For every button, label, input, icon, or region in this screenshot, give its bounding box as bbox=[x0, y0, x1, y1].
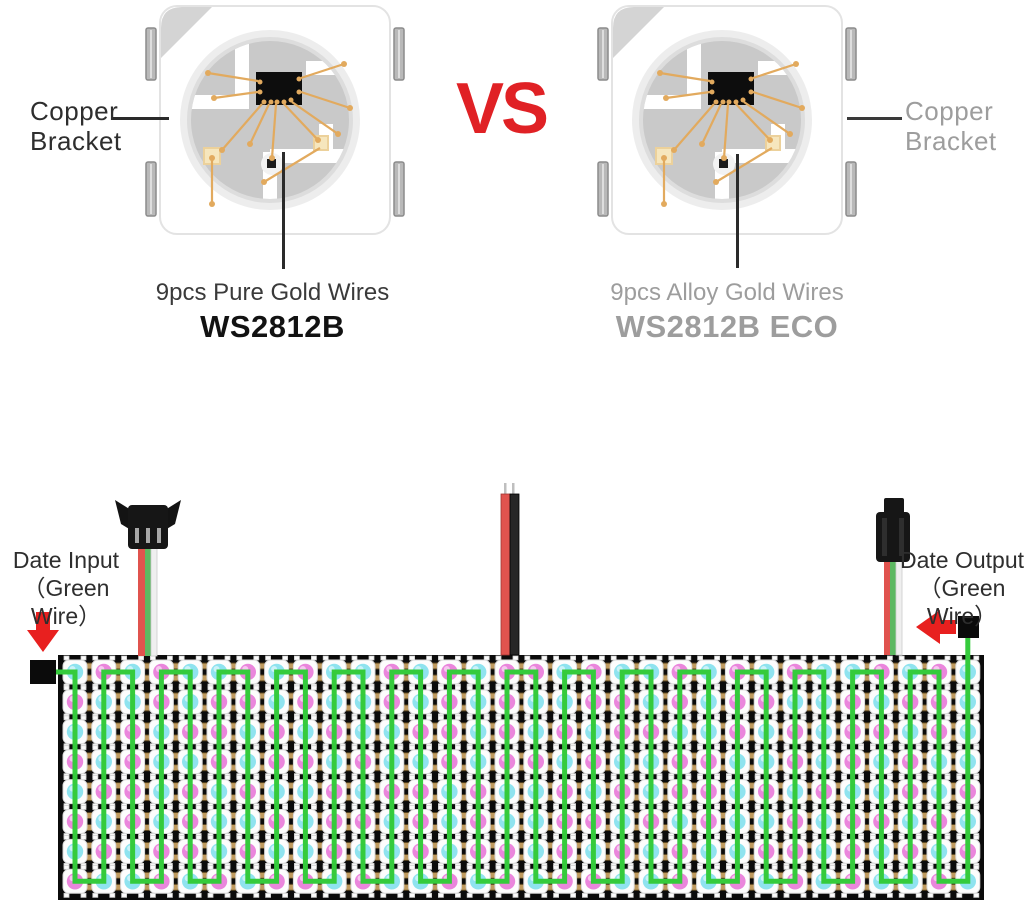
gold-wires-label-left: 9pcs Pure Gold Wires bbox=[155, 279, 390, 306]
pointer-line-left bbox=[113, 117, 169, 120]
copper-bracket-label-left: Copper Bracket bbox=[30, 96, 122, 156]
chip-name-right: WS2812B ECO bbox=[615, 309, 839, 344]
led bbox=[177, 835, 203, 868]
data-wire-serpentine bbox=[56, 637, 971, 884]
led bbox=[350, 715, 376, 749]
led bbox=[379, 835, 405, 868]
data-input-label: Date Input （Green Wire） bbox=[0, 546, 132, 630]
chip-name-left: WS2812B bbox=[200, 309, 345, 344]
data-output-label-line2: （Green Wire） bbox=[918, 575, 1006, 629]
output-connector bbox=[876, 498, 910, 656]
pointer-line-right bbox=[847, 117, 902, 120]
led bbox=[552, 864, 578, 898]
chip-illustration-ws2812b-eco bbox=[598, 6, 856, 234]
led bbox=[379, 715, 405, 749]
data-input-terminal bbox=[30, 660, 56, 684]
input-arrow-icon bbox=[27, 612, 59, 652]
data-output-label-line1: Date Output bbox=[899, 547, 1024, 573]
led-matrix-diagram bbox=[27, 483, 984, 900]
vs-label: VS bbox=[456, 69, 549, 149]
led bbox=[868, 775, 894, 808]
led bbox=[696, 775, 722, 808]
led bbox=[62, 745, 88, 779]
copper-bracket-label-right: Copper Bracket bbox=[905, 96, 997, 156]
output-arrow-icon bbox=[916, 610, 956, 644]
led bbox=[408, 715, 434, 749]
chip-illustration-ws2812b bbox=[146, 6, 404, 234]
gold-wires-label-right: 9pcs Alloy Gold Wires bbox=[610, 279, 844, 306]
data-input-label-line2: （Green Wire） bbox=[22, 575, 110, 629]
led bbox=[436, 745, 462, 779]
wires-pointer-line-right bbox=[736, 154, 739, 268]
led bbox=[724, 715, 750, 749]
input-connector bbox=[115, 500, 181, 657]
led bbox=[264, 775, 290, 808]
led bbox=[868, 715, 894, 749]
led bbox=[868, 805, 894, 838]
led bbox=[148, 655, 174, 689]
power-wires bbox=[500, 483, 520, 656]
led bbox=[926, 655, 952, 689]
wires-pointer-line-left bbox=[282, 152, 285, 269]
led bbox=[926, 805, 952, 838]
data-output-label: Date Output （Green Wire） bbox=[898, 546, 1024, 630]
data-input-label-line1: Date Input bbox=[12, 547, 120, 573]
led bbox=[177, 655, 203, 689]
data-output-terminal bbox=[958, 616, 979, 638]
led-grid bbox=[62, 655, 981, 898]
